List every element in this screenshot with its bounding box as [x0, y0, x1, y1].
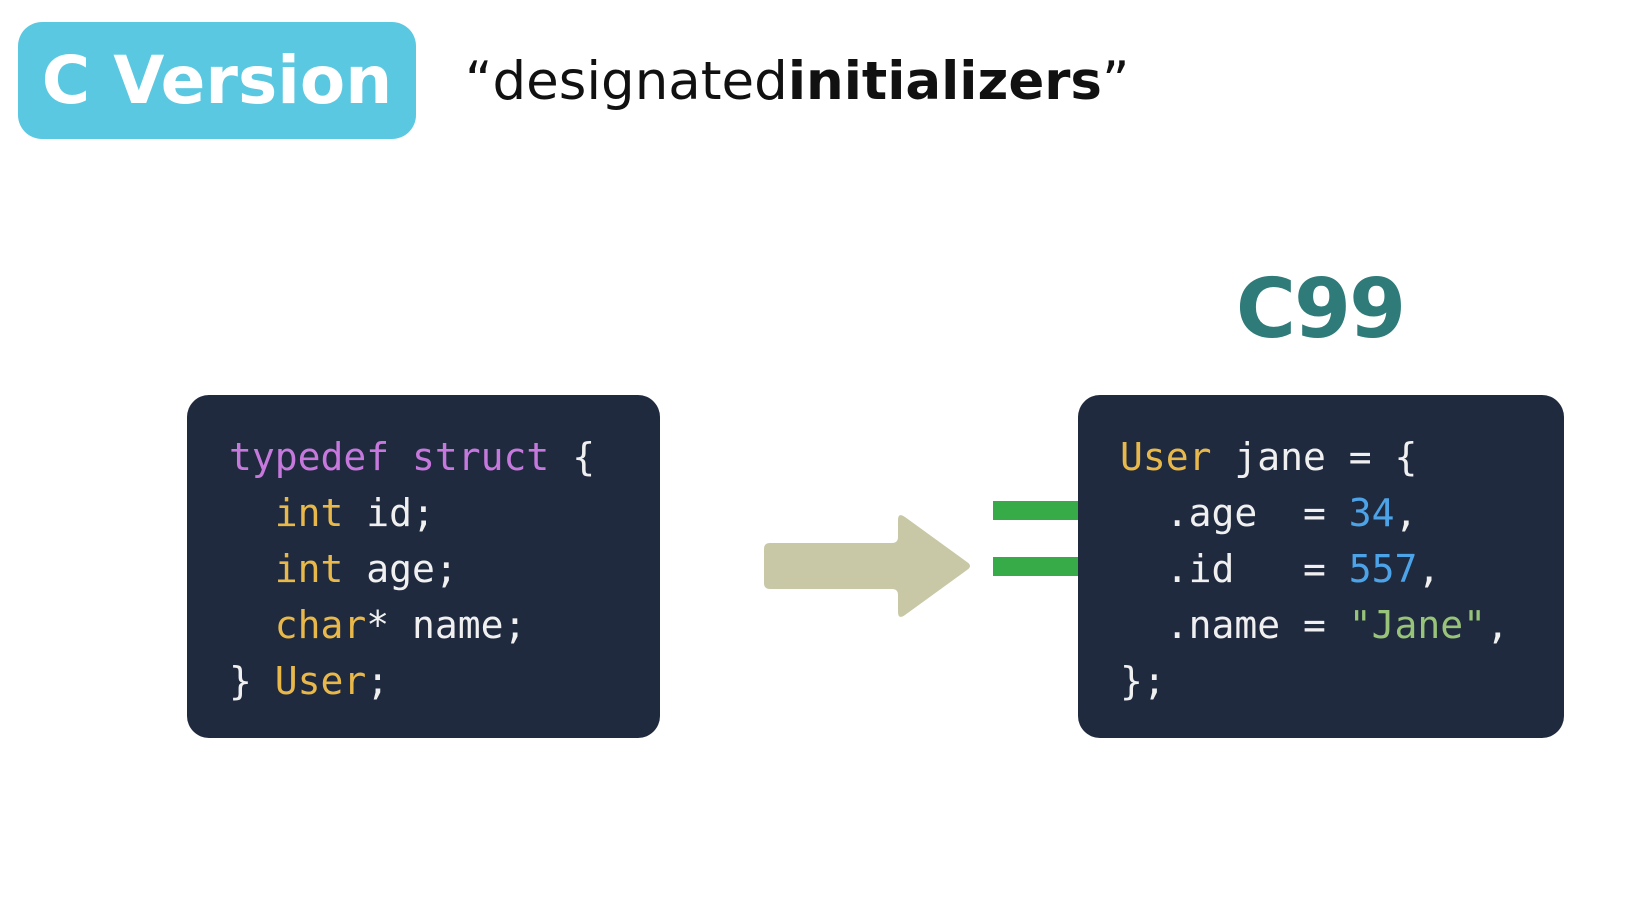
- value-id: 557: [1348, 547, 1418, 591]
- code-line: };: [1120, 653, 1564, 709]
- field-age-designator: .age =: [1165, 491, 1349, 535]
- designated-initializer-code: User jane = { .age = 34, .id = 557, .nam…: [1078, 395, 1564, 738]
- value-name: "Jane": [1348, 603, 1487, 647]
- comma: ,: [1394, 491, 1418, 535]
- code-line: typedef struct {: [229, 429, 660, 485]
- close-brace-semicolon: };: [1120, 659, 1166, 703]
- subtitle-bold: initializers: [787, 51, 1102, 112]
- code-line: int age;: [229, 541, 660, 597]
- field-name: * name;: [366, 603, 527, 647]
- comma: ,: [1417, 547, 1441, 591]
- code-line: .age = 34,: [1120, 485, 1564, 541]
- code-line: .name = "Jane",: [1120, 597, 1564, 653]
- code-line: int id;: [229, 485, 660, 541]
- code-line: .id = 557,: [1120, 541, 1564, 597]
- open-brace: {: [572, 435, 596, 479]
- field-id-designator: .id =: [1165, 547, 1349, 591]
- keyword-struct: struct: [412, 435, 550, 479]
- comma: ,: [1486, 603, 1509, 647]
- subtitle-open-quote: “: [465, 51, 493, 112]
- code-line: User jane = {: [1120, 429, 1564, 485]
- badge-label: C Version: [41, 42, 393, 119]
- type-user: User: [1120, 435, 1212, 479]
- subtitle-close-quote: ”: [1101, 51, 1130, 112]
- struct-definition-code: typedef struct { int id; int age; char* …: [187, 395, 660, 738]
- right-arrow-icon: [764, 515, 970, 617]
- c-version-badge: C Version: [18, 22, 416, 139]
- code-line: } User;: [229, 653, 660, 709]
- subtitle: “designated initializers”: [465, 44, 1129, 119]
- code-line: char* name;: [229, 597, 660, 653]
- type-int: int: [274, 491, 344, 535]
- keyword-typedef: typedef: [229, 435, 390, 479]
- field-age: age;: [366, 547, 458, 591]
- field-id: id;: [366, 491, 435, 535]
- version-label: C99: [1235, 262, 1406, 357]
- type-char: char: [274, 603, 367, 647]
- field-name-designator: .name =: [1165, 603, 1349, 647]
- variable-declaration: jane = {: [1234, 435, 1418, 479]
- subtitle-normal: designated: [492, 51, 788, 112]
- type-int: int: [274, 547, 344, 591]
- type-user: User: [274, 659, 367, 703]
- semicolon: ;: [366, 659, 390, 703]
- close-brace: }: [229, 659, 252, 703]
- value-age: 34: [1348, 491, 1395, 535]
